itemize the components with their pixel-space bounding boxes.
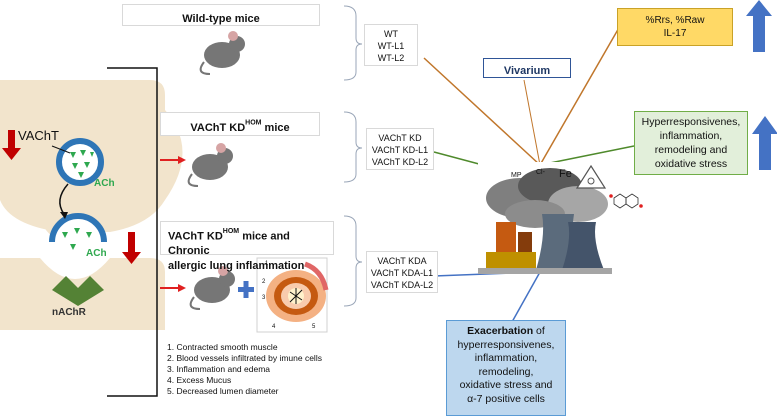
- rrs-line1: %Rrs, %Raw: [645, 15, 705, 26]
- lung-legend: 1. Contracted smooth muscle 2. Blood ves…: [167, 342, 322, 397]
- increase-arrow-rrs: [746, 0, 772, 52]
- subgroup-label: WT: [384, 29, 398, 39]
- subgroup-label: VAChT KDA: [377, 256, 427, 266]
- vivarium-box: Vivarium: [483, 58, 571, 78]
- lung-legend-item: 5. Decreased lumen diameter: [167, 386, 279, 396]
- hyper-line: Hyperresponsivenes,: [641, 116, 741, 128]
- exacerbation-line: α-7 positive cells: [467, 392, 545, 405]
- line-to-exacerbation: [511, 271, 541, 323]
- kda-title-main: VAChT KD: [168, 230, 223, 243]
- red-arrow-kd: [160, 156, 186, 164]
- red-arrow-kda: [160, 284, 186, 292]
- subgroup-label: VAChT KD-L2: [371, 157, 429, 167]
- line-to-rrs: [539, 25, 621, 166]
- molecule-icon: [609, 193, 643, 209]
- kda-title-tail: mice and Chronic: [168, 230, 290, 258]
- inflamed-airway-illustration: [256, 257, 329, 333]
- kd-subgroups-box: VAChT KD VAChT KD-L1 VAChT KD-L2: [366, 128, 434, 170]
- lung-number-1: 1: [265, 261, 269, 267]
- increase-arrow-hyper: [752, 116, 777, 170]
- nachr-receptor-icon: [52, 276, 104, 306]
- kda-title-box: VAChT KDHOM mice and Chronic allergic lu…: [160, 221, 334, 272]
- release-arrow: [59, 183, 69, 215]
- mouse-icon-wildtype: [199, 31, 245, 75]
- kda-title-sup: HOM: [222, 228, 240, 235]
- subgroup-label: WT-L2: [377, 53, 405, 63]
- kd-title-sup: HOM: [245, 119, 262, 127]
- lung-number-3: 3: [262, 295, 266, 301]
- kd-title-main: VAChT KD: [190, 122, 246, 134]
- wildtype-title-box: Wild-type mice: [122, 4, 320, 26]
- subgroup-label: VAChT KDA-L2: [370, 280, 434, 290]
- synapse-illustration: [0, 80, 183, 350]
- lung-legend-item: 1. Contracted smooth muscle: [167, 342, 278, 352]
- exacerbation-of: of: [533, 325, 545, 337]
- subgroup-label: VAChT KD: [378, 133, 422, 143]
- subgroup-label: WT-L1: [377, 41, 405, 51]
- exacerbation-outcome-box: Exacerbation of hyperresponsivenes, infl…: [446, 320, 566, 416]
- group-bracket: [107, 67, 158, 397]
- pollutant-mp-label: MP: [511, 172, 522, 179]
- subgroup-brackets: [343, 5, 363, 307]
- exacerbation-line: oxidative stress and: [459, 379, 553, 391]
- hyper-outcome-box: Hyperresponsivenes, inflammation, remode…: [634, 111, 748, 175]
- pollution-factory-illustration: [478, 162, 612, 274]
- kda-subgroups-box: VAChT KDA VAChT KDA-L1 VAChT KDA-L2: [366, 251, 438, 293]
- decrease-arrow-vacht: [2, 130, 21, 160]
- wildtype-title: Wild-type mice: [182, 13, 260, 25]
- rrs-line2: IL-17: [663, 28, 687, 39]
- wt-subgroups-box: WT WT-L1 WT-L2: [364, 24, 418, 66]
- pollutant-cl-label: Cl-: [536, 169, 545, 176]
- ach-molecules-upper: [70, 150, 94, 178]
- ach-molecules-lower: [62, 228, 92, 250]
- mouse-icon-kd: [187, 143, 233, 187]
- line-to-hyper: [539, 145, 635, 166]
- mouse-icon-kda: [189, 266, 235, 310]
- pollutant-fe-label: Fe: [559, 168, 572, 180]
- subgroup-label: VAChT KDA-L1: [370, 268, 434, 278]
- exacerbation-line: hyperresponsivenes,: [457, 338, 555, 351]
- decrease-arrow-ach: [122, 232, 141, 264]
- lung-legend-item: 4. Excess Mucus: [167, 375, 232, 385]
- lung-number-2: 2: [262, 279, 266, 285]
- kd-title-tail: mice: [261, 122, 290, 134]
- lung-legend-item: 3. Inflammation and edema: [167, 364, 271, 374]
- nachr-label: nAChR: [52, 307, 86, 318]
- hyper-line: oxidative stress: [654, 158, 728, 170]
- line-wt-to-pollution: [423, 57, 541, 166]
- ach-label-lower: ACh: [86, 248, 107, 259]
- kd-title-box: VAChT KDHOM mice: [160, 112, 320, 136]
- vivarium-label: Vivarium: [503, 65, 551, 77]
- acetylcholine-vesicle-upper: [56, 138, 104, 186]
- ach-label-upper: ACh: [94, 178, 115, 189]
- exacerbation-line: remodeling,: [478, 365, 534, 378]
- hyper-line: remodeling and: [654, 144, 728, 156]
- rrs-outcome-box: %Rrs, %Raw IL-17: [617, 8, 733, 46]
- vacht-label: VAChT: [18, 128, 59, 143]
- kda-title-line2: allergic lung inflammation: [168, 260, 305, 273]
- exacerbation-bold: Exacerbation: [467, 325, 534, 337]
- hyper-line: inflammation,: [659, 130, 723, 142]
- subgroup-label: VAChT KD-L1: [371, 145, 429, 155]
- lung-number-5: 5: [312, 324, 316, 330]
- lung-number-4: 4: [272, 324, 276, 330]
- plus-icon: [238, 281, 254, 298]
- lung-legend-item: 2. Blood vessels infiltrated by imune ce…: [167, 353, 322, 363]
- hazard-icon: [575, 164, 607, 189]
- line-vivarium: [523, 79, 541, 166]
- exacerbation-line: inflammation,: [474, 352, 538, 364]
